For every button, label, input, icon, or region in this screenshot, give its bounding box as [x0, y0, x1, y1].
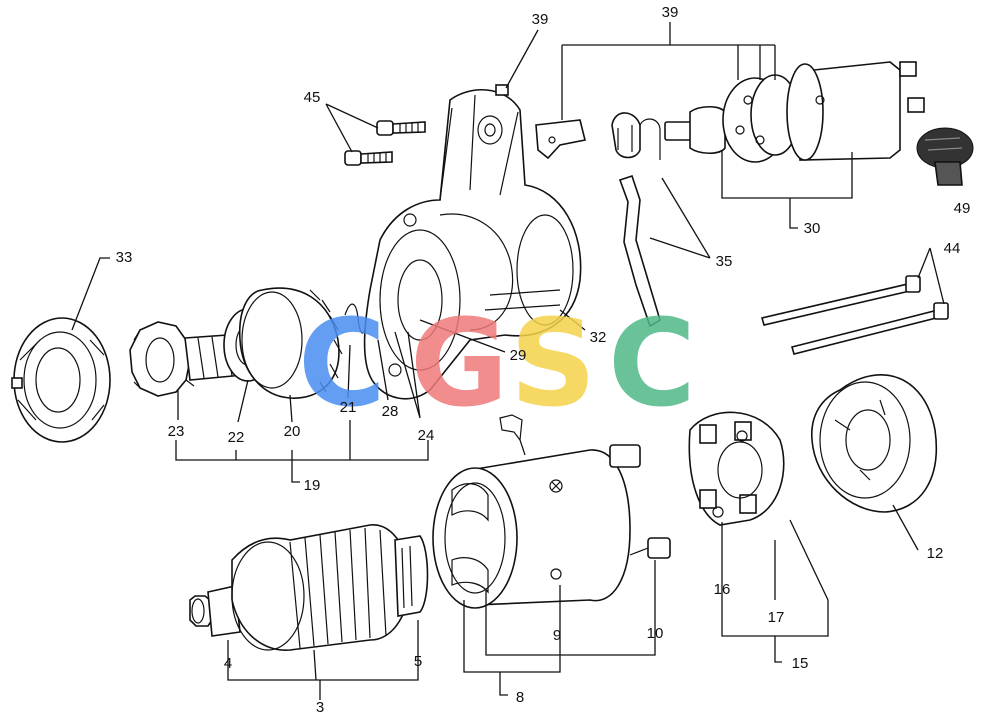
callout-5: 5 — [414, 653, 422, 670]
overrunning-clutch-20 — [238, 287, 343, 399]
bolt-45-upper — [376, 120, 426, 136]
lever-spring-35 — [611, 112, 661, 160]
solenoid-30 — [664, 61, 925, 163]
drive-end-housing-32 — [363, 84, 582, 400]
callout-49: 49 — [954, 200, 971, 217]
callout-10: 10 — [647, 625, 664, 642]
callout-3: 3 — [316, 699, 324, 716]
watermark-letter-g: G — [410, 295, 509, 434]
callout-28: 28 — [382, 403, 399, 420]
leader-lines — [71, 22, 945, 700]
callout-39-top: 39 — [532, 11, 549, 28]
callout-numbers: 39 39 45 33 30 35 49 44 32 29 21 28 23 2… — [116, 4, 971, 716]
watermark-cgsc: C G S C — [298, 295, 696, 434]
callout-39-bracket: 39 — [662, 4, 679, 21]
through-bolt-44-lower — [791, 302, 949, 355]
callout-44: 44 — [944, 240, 961, 257]
watermark-letter-s: S — [510, 295, 596, 434]
watermark-letter-c2: C — [608, 295, 696, 434]
callout-17: 17 — [768, 609, 785, 626]
bolt-45-lower — [344, 150, 393, 166]
clip-39 — [535, 119, 586, 160]
callout-20: 20 — [284, 423, 301, 440]
callout-30: 30 — [804, 220, 821, 237]
armature-3 — [189, 524, 429, 651]
callout-9: 9 — [553, 627, 561, 644]
yoke-field-frame-8 — [432, 414, 671, 609]
through-bolt-44-upper — [760, 275, 921, 326]
callout-22: 22 — [228, 429, 245, 446]
watermark-letter-c1: C — [298, 295, 386, 434]
brush-holder-15 — [688, 411, 785, 526]
callout-8: 8 — [516, 689, 524, 706]
callout-35: 35 — [716, 253, 733, 270]
callout-4: 4 — [224, 655, 232, 672]
end-plate-33 — [11, 317, 111, 443]
callout-16: 16 — [714, 581, 731, 598]
callout-24: 24 — [418, 427, 435, 444]
callout-23: 23 — [168, 423, 185, 440]
rubber-cap-49 — [916, 127, 974, 186]
shift-lever-35 — [618, 174, 661, 328]
callout-45: 45 — [304, 89, 321, 106]
callout-33: 33 — [116, 249, 133, 266]
callout-19: 19 — [304, 477, 321, 494]
callout-15: 15 — [792, 655, 809, 672]
callout-29: 29 — [510, 347, 527, 364]
callout-21: 21 — [340, 399, 357, 416]
callout-12: 12 — [927, 545, 944, 562]
end-cover-12 — [811, 374, 937, 513]
callout-32: 32 — [590, 329, 607, 346]
